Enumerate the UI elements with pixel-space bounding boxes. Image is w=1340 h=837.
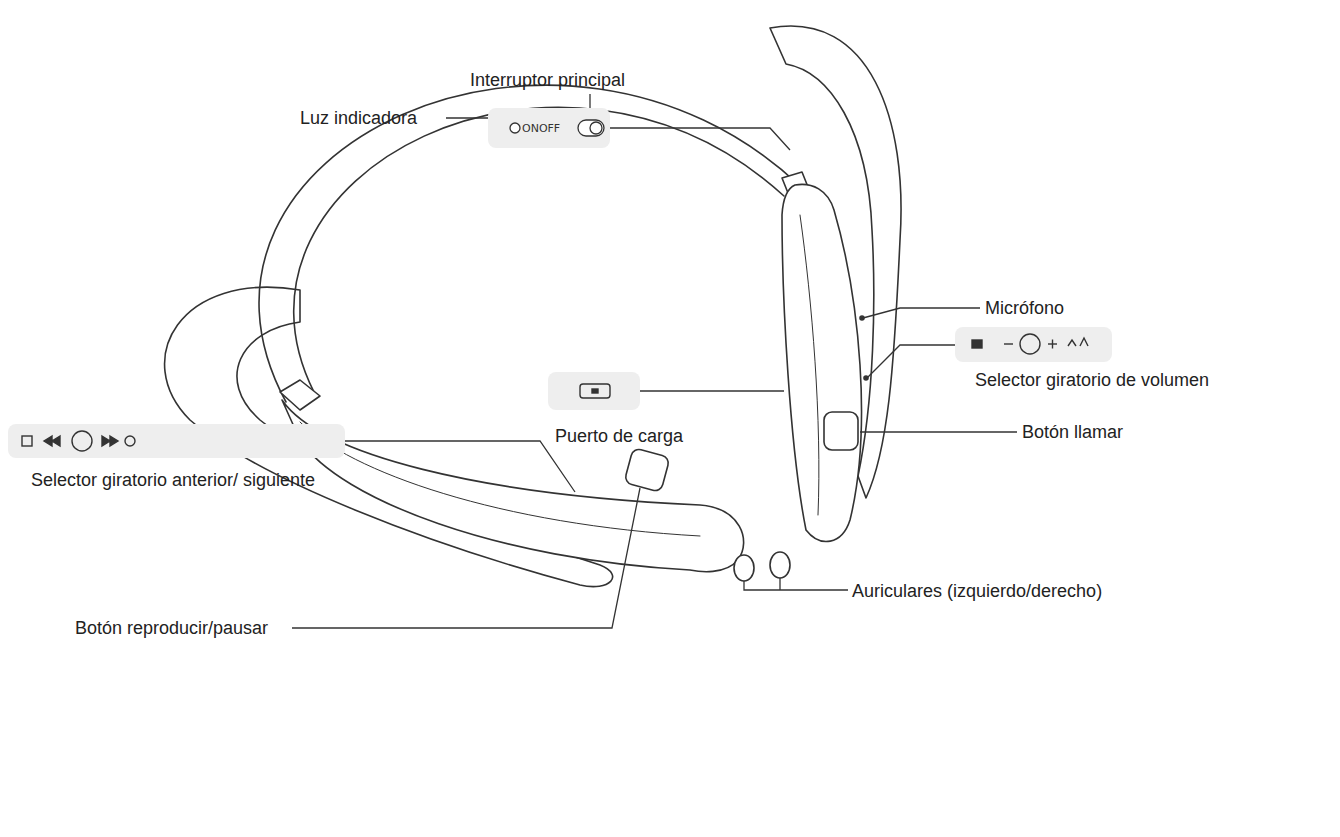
leader-line (610, 128, 790, 150)
switch-text: ONOFF (522, 122, 560, 135)
leader-line (744, 578, 848, 590)
leader-line (292, 488, 640, 628)
part-label: Interruptor principal (470, 68, 625, 92)
forward-icon (102, 436, 118, 446)
next-icon (125, 436, 135, 446)
dial-icon (1020, 334, 1040, 354)
leader-line (867, 345, 955, 378)
earbud (770, 552, 790, 578)
part-label: Auriculares (izquierdo/derecho) (852, 579, 1102, 603)
leader-line (640, 390, 784, 391)
inset-panel: ONOFF (488, 108, 610, 148)
part-label: Selector giratorio anterior/ siguiente (8, 468, 338, 492)
previous-icon (22, 436, 32, 446)
call-button (824, 412, 858, 450)
plus-sign (1052, 340, 1053, 349)
leader-line (345, 441, 575, 492)
inset-panel (548, 372, 640, 410)
part-label: Selector giratorio de volumen (975, 368, 1209, 392)
leader-line (860, 431, 1017, 432)
minus-sign (1004, 343, 1013, 344)
part-label: Botón reproducir/pausar (75, 616, 268, 640)
neckband-outer (259, 85, 800, 402)
inset-panel (955, 327, 1112, 362)
pod-trim (300, 422, 700, 536)
power-switch (578, 120, 604, 136)
part-label: Micrófono (985, 296, 1064, 320)
indicator-light (510, 123, 520, 133)
charging-port-icon (580, 384, 610, 398)
part-label: Luz indicadora (300, 106, 417, 130)
speaker-icon (972, 340, 982, 348)
leader-line (863, 308, 980, 318)
inset-panel (8, 424, 345, 458)
neckband-inner (294, 107, 784, 392)
rewind-icon (44, 436, 60, 446)
volume-up-icon (1068, 338, 1088, 346)
earbud (734, 555, 754, 581)
left-pod (282, 400, 744, 572)
part-label: Botón llamar (1022, 420, 1123, 444)
dial-icon (72, 431, 92, 451)
play-pause-button (624, 448, 670, 493)
right-pod (782, 184, 861, 541)
power-switch-knob (590, 122, 602, 134)
part-label: Puerto de carga (555, 424, 683, 448)
charging-port-icon (592, 389, 598, 393)
pod-trim (800, 215, 819, 515)
